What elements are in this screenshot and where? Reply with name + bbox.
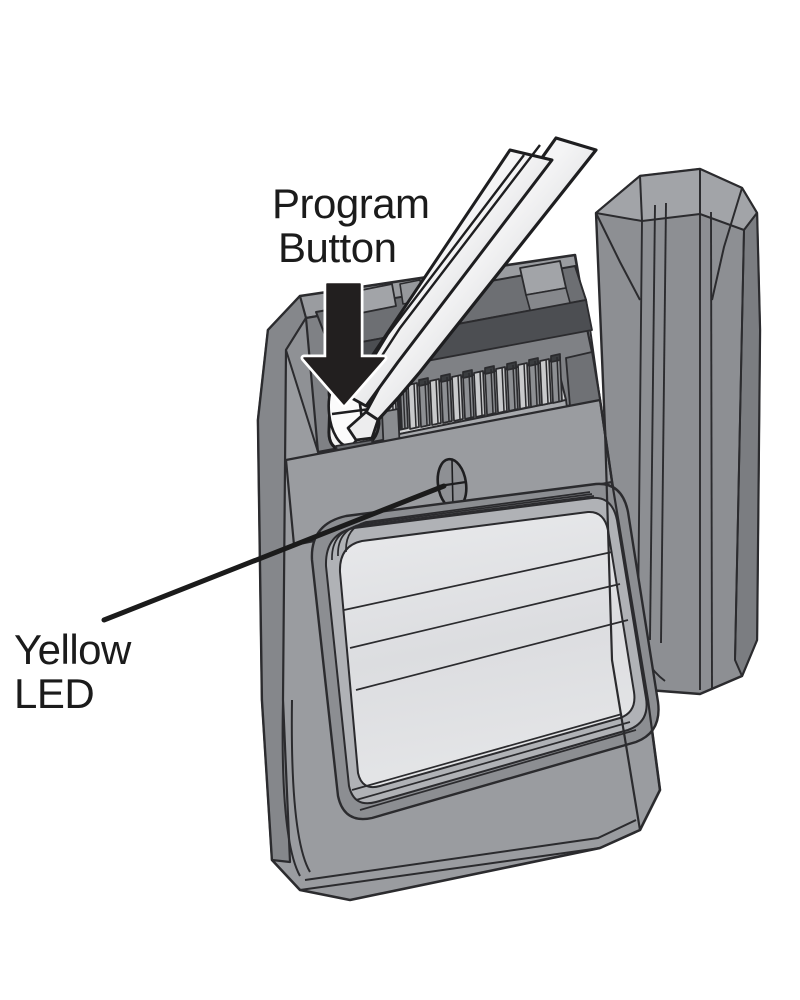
front-face-corner-lines [281,699,311,877]
front-face-bottom-strips [299,819,641,891]
display-panel-surface [338,510,636,789]
down-arrow-icon-inner [303,283,385,405]
screwdriver-tool [346,136,598,442]
display-panel-bottom-lines [351,713,637,811]
yellow-led-label-line2: LED [14,670,94,717]
program-button-label-line2: Button [278,224,396,271]
display-panel-edge-lines [331,491,595,561]
pin-header-separators [391,356,560,432]
yellow-led-label-line1: Yellow [14,626,132,673]
yellow-led-leader-line [101,483,447,623]
program-button-label-line1: Program [272,180,430,227]
callout-program-button: Program Button [272,180,430,408]
display-panel-bands [343,551,629,691]
callout-yellow-led: Yellow LED [14,483,447,717]
yellow-led-vertical-line [451,459,454,509]
display-panel [310,482,660,821]
screwdriver-tip [346,410,380,442]
right-block-grooves [637,202,745,690]
device-housing [256,167,762,902]
body-junction-lines [598,399,662,831]
